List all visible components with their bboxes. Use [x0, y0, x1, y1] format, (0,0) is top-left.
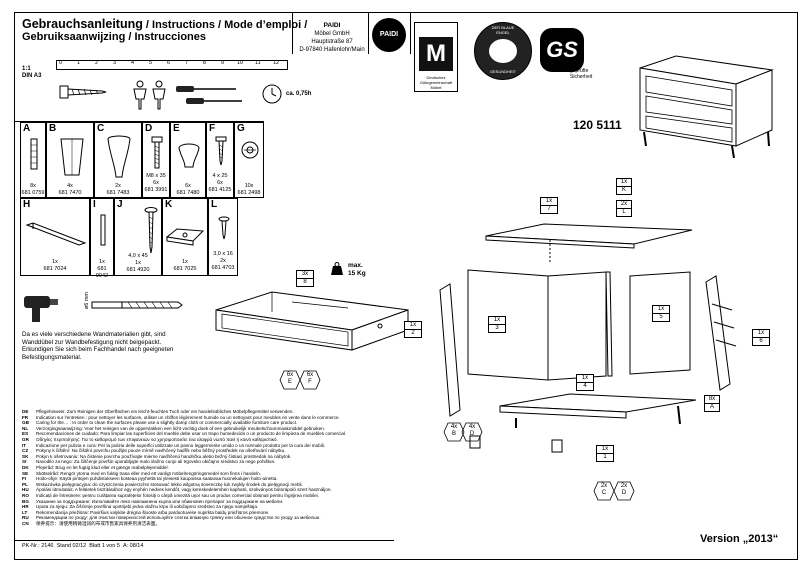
article-number: 120 5111	[573, 118, 622, 132]
company-address: PAIDI Möbel GmbH Hauptstraße 87 D-97840 …	[299, 22, 365, 53]
footer-info: PK-Nr.: 2146 Stand 02/12 Blatt 1 von 5 A…	[22, 543, 144, 549]
drawer-illustration	[215, 291, 409, 351]
carcass-exploded-view	[439, 223, 737, 453]
wall-fixing-note: Da es viele verschiedene Wandmaterialien…	[22, 331, 174, 361]
max-weight: max.15 Kg	[348, 262, 366, 277]
blue-angel-logo: DER BLAUE ENGEL GESUNDHEIT	[474, 22, 532, 80]
header-divider	[292, 12, 293, 54]
header-divider-2	[368, 12, 369, 54]
gs-logo: GS geprüfte Sicherheit	[540, 28, 606, 86]
wood-screw-icon	[215, 136, 227, 166]
hex-tag-outlines	[279, 370, 321, 390]
footer-divider	[14, 540, 394, 541]
assembly-time: ca. 0,75h	[286, 91, 312, 97]
hanging-rail-icon	[25, 222, 87, 246]
version-label: Version „2013“	[700, 533, 779, 545]
cert-m-logo: M Deutsches Gütegemeinschaft Möbel	[414, 22, 458, 92]
connector-icon	[241, 141, 259, 159]
sheet-frame	[14, 12, 798, 560]
paidi-logo: PAIDI	[372, 18, 406, 52]
drill-size-label: ø6 mm	[84, 292, 90, 310]
pin-icon	[100, 214, 106, 246]
small-screw-icon	[218, 216, 230, 240]
dresser-illustration	[639, 55, 774, 159]
hex-tag-outlines-2	[443, 422, 635, 501]
bolt-icon	[151, 136, 163, 169]
drill-icon	[24, 296, 58, 322]
two-persons-icon	[133, 80, 166, 110]
parts-grid-top	[14, 121, 264, 122]
dowel-icon	[30, 138, 38, 170]
long-screw-icon	[144, 207, 158, 254]
header-divider-3	[410, 12, 411, 54]
furniture-foot-icon	[60, 138, 84, 176]
weight-icon	[331, 262, 343, 275]
knob-icon	[178, 143, 200, 168]
page-title: Gebrauchsanleitung / Instructions / Mode…	[22, 17, 308, 32]
drill-bit-icon	[91, 301, 183, 309]
screwdrivers-icon	[176, 86, 242, 104]
clock-icon	[262, 84, 282, 104]
screw-icon	[59, 85, 107, 99]
page-title-line2: Gebruiksaanwijzing / Instrucciones	[22, 31, 206, 43]
bracket-icon	[165, 228, 205, 246]
tapered-foot-icon	[107, 135, 131, 178]
